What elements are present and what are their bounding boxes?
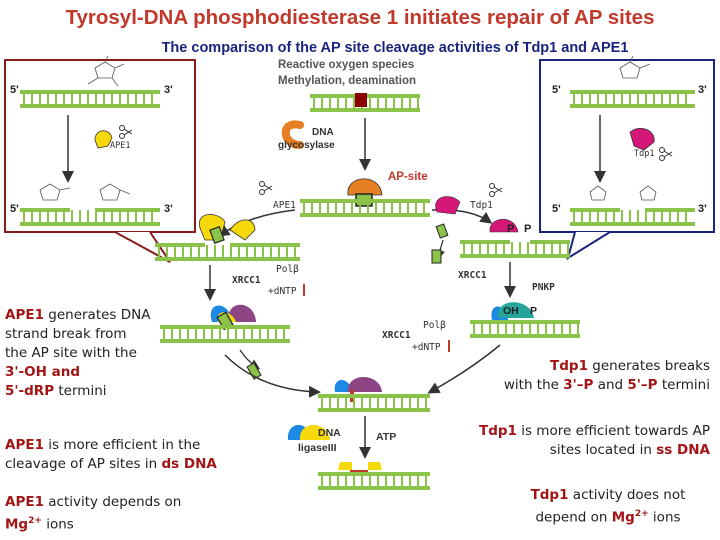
chem-structure-right-bottom [589,185,657,201]
chem-structure-left-top [87,55,125,87]
ros-label: Reactive oxygen species [278,59,414,71]
polb-label: Polβ [423,320,446,331]
dna-center-ligated [318,472,430,490]
xrcc1-label: XRCC1 [458,270,487,281]
dna-tdp1-cut [460,240,570,258]
phosphate-label: P [530,305,537,317]
tdp1-mg-text: Tdp1 activity does not depend on Mg2+ io… [530,487,686,526]
three-prime-label: 3' [164,203,173,215]
five-prime-label: 5' [552,84,561,96]
methylation-label: Methylation, deamination [278,75,416,87]
xrcc1-label: XRCC1 [232,275,261,286]
tdp1-enzyme [489,218,519,233]
dna-center-polb [318,394,430,412]
page-title: Tyrosyl-DNA phosphodiesterase 1 initiate… [65,6,655,29]
ape1-efficiency-text: APE1 is more efficient in the cleavage o… [5,437,217,472]
phosphate-label: P [507,223,514,235]
tdp1-label-small: Tdp1 [634,149,654,159]
xrcc1-label: XRCC1 [382,330,411,341]
tdp1-label: Tdp1 [470,200,493,211]
ap-site-label: AP-site [388,171,428,183]
tdp1-enzyme [435,196,461,215]
three-prime-label: 3' [698,203,707,215]
five-prime-label: 5' [10,84,19,96]
dna-tdp1-pnkp [470,320,580,338]
pnkp-label: PNKP [532,282,555,293]
page-subtitle: The comparison of the AP site cleavage a… [161,40,629,56]
dntp-label: +dNTP [268,286,297,297]
ape1-enzyme [229,219,256,241]
tdp1-generates-text: Tdp1 generates breaks with the 3'–P and … [503,358,710,393]
chem-structure-right-top [619,55,651,79]
tdp1-enzyme-small [629,128,655,151]
ape1-mg-text: APE1 activity depends on Mg2+ ions [5,494,182,533]
scissors-icon [119,125,133,139]
ligase-icon [299,425,330,440]
ape1-label: APE1 [273,200,296,211]
polb-label: Polβ [276,264,299,275]
atp-label: ATP [376,431,396,443]
phosphate-label: P [524,223,531,235]
polb-protein [227,304,256,322]
xrcc1-protein [334,380,352,392]
three-prime-label: 3' [698,84,707,96]
three-prime-label: 3' [164,84,173,96]
ape1-inset-panel: 5' 3' APE1 5' 3' [4,55,196,263]
five-prime-label: 5' [10,203,19,215]
glycosylase-label: DNA [312,127,334,138]
ligase-label: ligaseIII [298,442,337,454]
ligase-label: DNA [318,427,341,439]
dna-ape1-cut [155,243,300,261]
ape1-label-small: APE1 [110,141,130,151]
scissors-icon [259,181,273,195]
ape1-generates-text: APE1 generates DNA strand break from the… [5,307,151,399]
polb-protein [347,377,382,392]
chem-structure-left-bottom [39,183,131,201]
glycosylase-bound [347,178,383,196]
tdp1-inset-panel: 5' 3' Tdp1 5' 3' [539,55,715,261]
five-prime-label: 5' [552,203,561,215]
glycosylase-label: glycosylase [278,140,335,151]
oh-label: OH [503,305,519,317]
tdp1-efficiency-text: Tdp1 is more efficient towards AP sites … [479,423,710,458]
damaged-base [355,93,367,107]
scissors-icon [489,183,503,197]
pnkp-protein [497,302,534,318]
dntp-label: +dNTP [412,342,441,353]
ape1-enzyme-small [94,130,113,149]
scissors-icon [659,147,673,161]
glycosylase-enzyme [281,120,304,149]
